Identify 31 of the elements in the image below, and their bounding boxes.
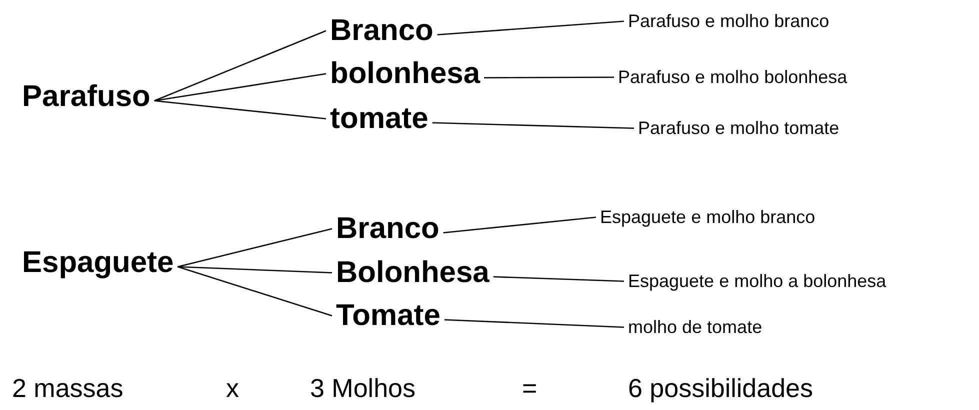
connector-line: [437, 20, 624, 36]
equation-text: 6 possibilidades: [628, 372, 814, 404]
connector-line: [493, 276, 624, 282]
connector-line: [154, 73, 326, 102]
connector-line: [484, 76, 614, 78]
equation-text: 2 massas: [12, 372, 124, 404]
outcome-label: Parafuso e molho branco: [628, 10, 830, 32]
connector-line: [178, 266, 332, 316]
outcome-label: Espaguete e molho branco: [600, 206, 816, 228]
equation-text: =: [522, 372, 538, 404]
outcome-label: Espaguete e molho a bolonhesa: [628, 270, 886, 292]
sauce-label: Bolonhesa: [336, 254, 490, 292]
sauce-label: Branco: [330, 12, 434, 50]
sauce-label: bolonhesa: [330, 55, 480, 92]
connector-line: [444, 319, 624, 328]
sauce-label: tomate: [330, 100, 428, 138]
sauce-label: Branco: [336, 210, 440, 248]
outcome-label: Parafuso e molho bolonhesa: [618, 66, 848, 88]
connector-line: [443, 216, 596, 234]
pasta-label: Espaguete: [22, 244, 174, 282]
connector-line: [154, 30, 326, 102]
connector-line: [178, 266, 332, 274]
equation-text: x: [226, 372, 239, 404]
outcome-label: Parafuso e molho tomate: [638, 117, 840, 140]
sauce-label: Tomate: [336, 297, 440, 334]
connector-line: [432, 122, 634, 129]
outcome-label: molho de tomate: [628, 316, 762, 338]
connector-line: [178, 228, 332, 268]
pasta-label: Parafuso: [22, 78, 150, 116]
equation-text: 3 Molhos: [310, 372, 416, 404]
connector-line: [154, 100, 326, 120]
